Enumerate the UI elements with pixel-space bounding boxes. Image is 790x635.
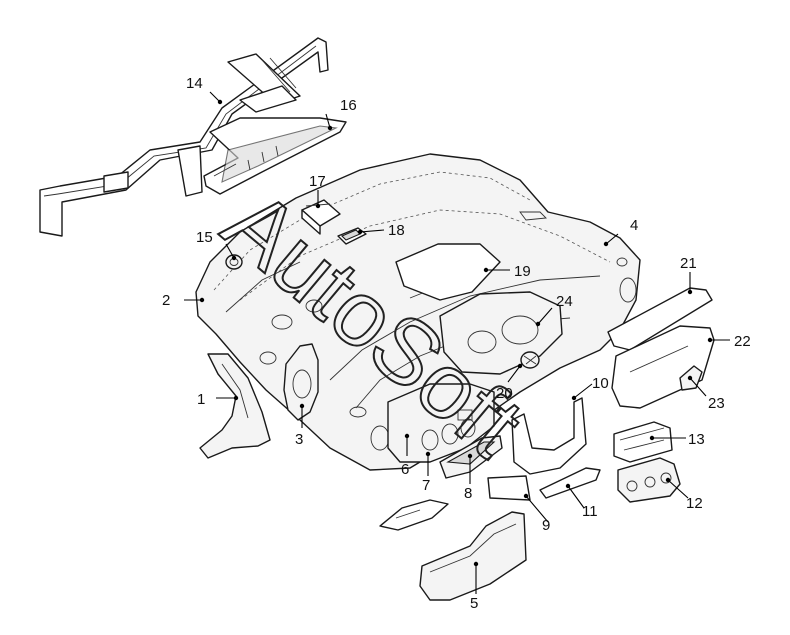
leader-dot-15 [231, 255, 237, 261]
part-3-left-air-vent [283, 343, 319, 421]
leader-11 [567, 485, 585, 509]
leader-dot-18 [357, 229, 363, 235]
callout-17: 17 [309, 173, 326, 190]
leader-dot-1 [233, 395, 239, 401]
leader-dot-17 [315, 203, 321, 209]
part-20-knob [520, 351, 540, 369]
leader-dot-14 [217, 99, 223, 105]
leader-9 [525, 495, 549, 523]
small-bracket-part [379, 499, 449, 531]
leader-dot-4 [603, 241, 609, 247]
callout-16: 16 [340, 97, 357, 114]
leader-lines [184, 91, 730, 594]
part-17-switch-block [301, 199, 341, 235]
callout-3: 3 [295, 431, 303, 448]
callout-14: 14 [186, 75, 203, 92]
leader-dot-9 [523, 493, 529, 499]
callout-12: 12 [686, 495, 703, 512]
callout-21: 21 [680, 255, 697, 272]
part-7-center-bezel [387, 383, 495, 463]
leader-24 [537, 307, 553, 325]
part-15-knob [225, 254, 243, 270]
part-14-crossbeam [39, 37, 329, 237]
leader-dot-10 [571, 395, 577, 401]
callout-18: 18 [388, 222, 405, 239]
callout-15: 15 [196, 229, 213, 246]
leader-dot-2 [199, 297, 205, 303]
leader-dot-13 [649, 435, 655, 441]
callout-7: 7 [422, 477, 430, 494]
callout-20: 20 [496, 385, 513, 402]
leader-dot-22 [707, 337, 713, 343]
part-11-trim-strip [539, 467, 601, 499]
part-12-climate-control [617, 457, 681, 503]
callout-8: 8 [464, 485, 472, 502]
callout-6: 6 [401, 461, 409, 478]
part-5-lower-knee-panel [419, 511, 527, 601]
callout-4: 4 [630, 217, 638, 234]
part-13-audio-unit [613, 421, 673, 463]
callout-9: 9 [542, 517, 550, 534]
callout-19: 19 [514, 263, 531, 280]
leader-dot-24 [535, 321, 541, 327]
callout-labels: 1 2 3 4 5 6 7 8 9 10 11 12 13 14 15 16 1… [162, 75, 751, 612]
callout-10: 10 [592, 375, 609, 392]
callout-5: 5 [470, 595, 478, 612]
leader-dot-7 [425, 451, 431, 457]
callout-13: 13 [688, 431, 705, 448]
leader-15 [225, 243, 235, 259]
part-9-trim-piece [487, 475, 531, 501]
leader-dot-11 [565, 483, 571, 489]
leader-dot-23 [687, 375, 693, 381]
leader-dot-16 [327, 125, 333, 131]
leader-dot-19 [483, 267, 489, 273]
part-19-top-cover [395, 243, 501, 301]
leader-dot-12 [665, 477, 671, 483]
leader-dot-3 [299, 403, 305, 409]
leader-16 [325, 113, 331, 129]
leader-23 [689, 377, 707, 397]
callout-2: 2 [162, 292, 170, 309]
leader-20 [507, 365, 521, 383]
leader-14 [209, 91, 221, 103]
part-10-frame [511, 397, 587, 475]
leader-dot-8 [467, 453, 473, 459]
leader-dot-21 [687, 289, 693, 295]
callout-24: 24 [556, 293, 573, 310]
callout-11: 11 [582, 503, 598, 520]
callout-1: 1 [197, 391, 205, 408]
leader-dot-20 [517, 363, 523, 369]
leader-12 [667, 479, 689, 499]
callout-22: 22 [734, 333, 751, 350]
leader-4 [605, 233, 619, 245]
part-16-bracket [203, 117, 347, 195]
leader-dots [199, 99, 713, 567]
leader-dot-6 [404, 433, 410, 439]
leader-dot-5 [473, 561, 479, 567]
part-22-glovebox [611, 325, 715, 409]
callout-23: 23 [708, 395, 725, 412]
leader-18 [359, 229, 385, 233]
leader-10 [573, 383, 593, 399]
